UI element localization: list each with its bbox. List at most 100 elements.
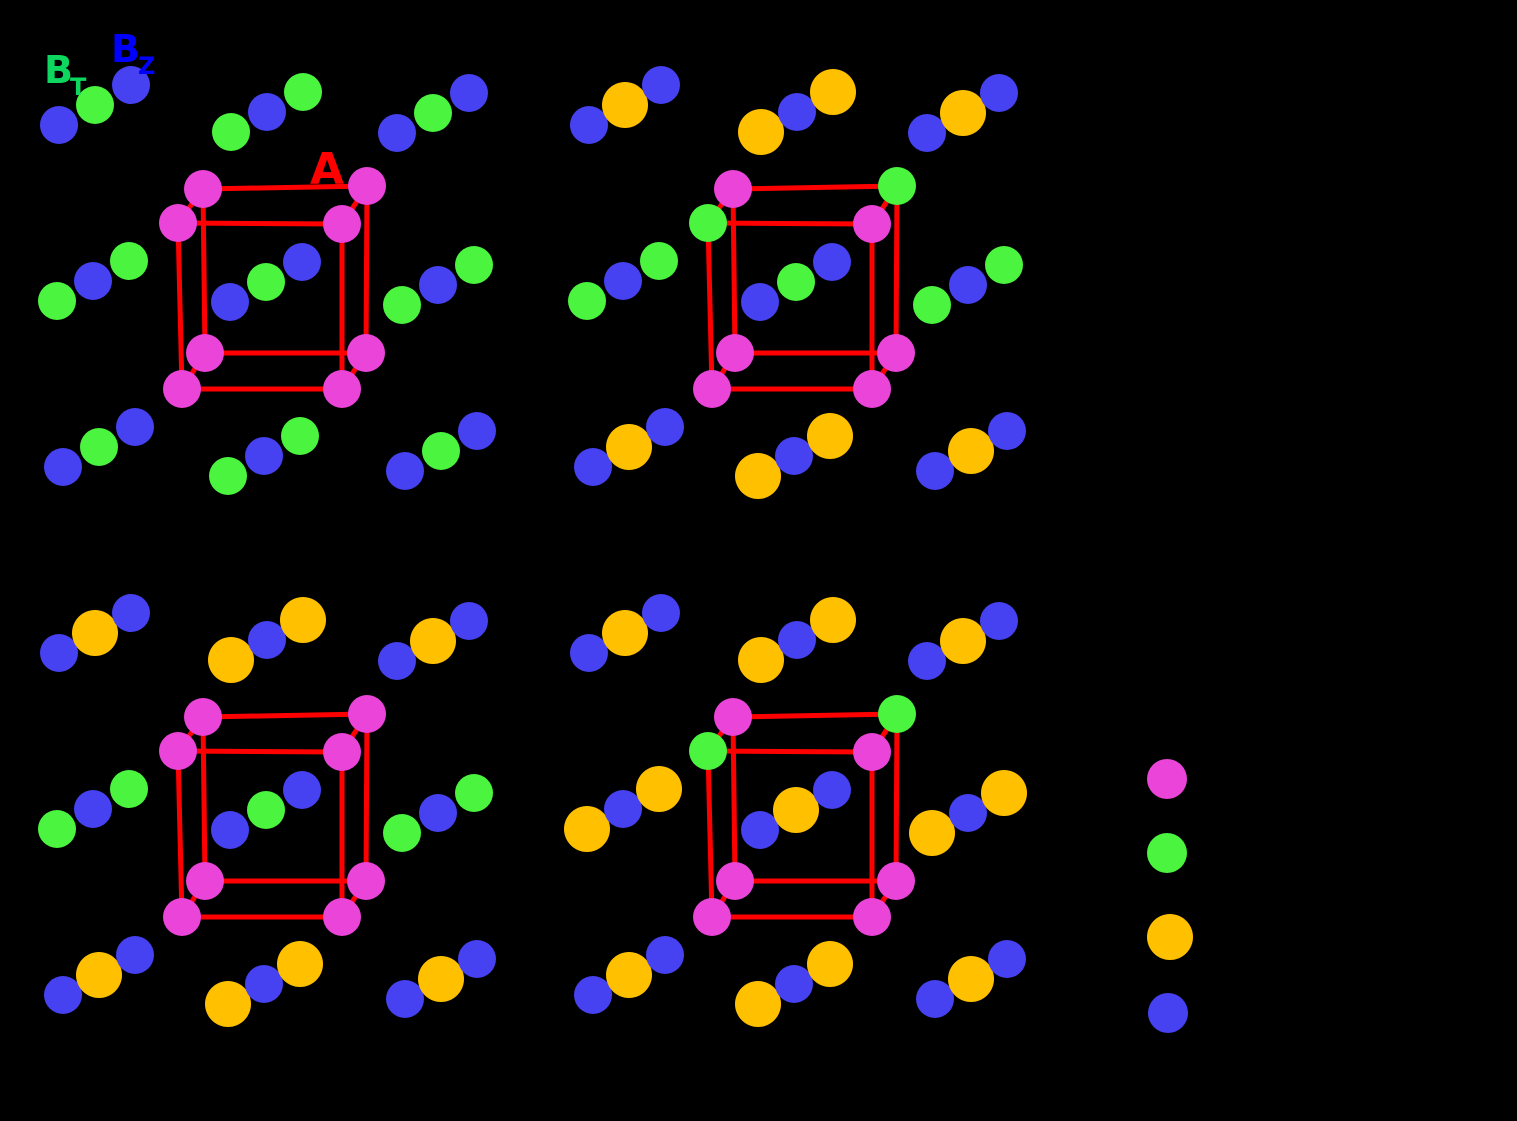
atom-BZ xyxy=(40,634,78,672)
legend-swatch-BZ xyxy=(1148,993,1188,1033)
corner-atom-A xyxy=(159,732,197,770)
atom-chain xyxy=(212,73,322,151)
atom-chain xyxy=(738,597,856,683)
atom-BZ xyxy=(949,266,987,304)
atom-chain xyxy=(208,597,326,683)
atom-chain xyxy=(211,771,321,849)
atom-chain xyxy=(574,936,684,1014)
atom-chain xyxy=(908,602,1018,680)
cell-edge xyxy=(363,713,370,882)
atom-chain xyxy=(916,940,1026,1018)
atom-BZ xyxy=(916,980,954,1018)
atom-BZ xyxy=(980,602,1018,640)
panel-bottom-right xyxy=(564,594,1027,1027)
atom-BY xyxy=(738,637,784,683)
cell-edge xyxy=(363,185,370,354)
atom-BZ xyxy=(211,283,249,321)
atom-BZ xyxy=(44,976,82,1014)
atom-BZ xyxy=(949,794,987,832)
atom-chain xyxy=(741,243,851,321)
corner-atom-BT xyxy=(689,204,727,242)
unit-cell-edges xyxy=(705,711,900,920)
atom-chain xyxy=(916,412,1026,490)
corner-atom-A xyxy=(853,205,891,243)
atom-BT xyxy=(640,242,678,280)
corner-atom-A xyxy=(323,733,361,771)
corner-atom-A xyxy=(716,334,754,372)
corner-atom-A xyxy=(347,862,385,900)
atom-BY xyxy=(208,637,254,683)
atom-BZ xyxy=(419,794,457,832)
atom-chain xyxy=(913,246,1023,324)
corner-atom-A xyxy=(163,370,201,408)
atom-BZ xyxy=(813,243,851,281)
corner-atom-A xyxy=(853,733,891,771)
atom-BY xyxy=(940,90,986,136)
panel-top-left xyxy=(38,66,496,495)
corner-atom-A xyxy=(323,898,361,936)
atom-BZ xyxy=(74,262,112,300)
label-BZ: B Z xyxy=(111,27,155,80)
atom-BZ xyxy=(778,621,816,659)
atom-chain xyxy=(564,766,682,852)
atom-BZ xyxy=(775,965,813,1003)
atom-BY xyxy=(277,941,323,987)
atom-BZ xyxy=(458,412,496,450)
cell-edge xyxy=(200,188,208,354)
atom-BT xyxy=(80,428,118,466)
atom-BY xyxy=(810,69,856,115)
corner-atom-A xyxy=(877,334,915,372)
label-BT-main: B xyxy=(44,48,73,92)
cell-edge xyxy=(732,183,898,192)
atom-BZ xyxy=(386,980,424,1018)
atom-BY xyxy=(807,941,853,987)
corner-atom-A xyxy=(348,695,386,733)
atom-BZ xyxy=(378,114,416,152)
atom-BZ xyxy=(646,408,684,446)
atom-BT xyxy=(247,791,285,829)
cell-edge xyxy=(705,222,715,390)
corner-atom-BT xyxy=(878,695,916,733)
atom-BZ xyxy=(574,976,612,1014)
atom-BZ xyxy=(778,93,816,131)
cell-corner-atoms xyxy=(159,695,386,936)
atom-BY xyxy=(602,610,648,656)
cell-edge xyxy=(200,716,208,882)
atom-BZ xyxy=(908,642,946,680)
atom-BZ xyxy=(283,771,321,809)
atom-BY xyxy=(735,453,781,499)
atom-chain xyxy=(44,936,154,1014)
corner-atom-A xyxy=(693,370,731,408)
atom-BT xyxy=(38,810,76,848)
atom-BY xyxy=(909,810,955,856)
atom-BY xyxy=(948,956,994,1002)
atom-BT xyxy=(38,282,76,320)
cell-edge xyxy=(732,711,898,720)
atom-BY xyxy=(602,82,648,128)
corner-atom-A xyxy=(853,898,891,936)
corner-atom-A xyxy=(347,334,385,372)
atom-BT xyxy=(777,263,815,301)
corner-atom-A xyxy=(323,205,361,243)
atom-BZ xyxy=(112,594,150,632)
atom-chain xyxy=(735,941,853,1027)
atom-BY xyxy=(76,952,122,998)
atom-chain xyxy=(211,243,321,321)
atom-BZ xyxy=(450,602,488,640)
atom-BZ xyxy=(40,106,78,144)
atom-BY xyxy=(606,952,652,998)
atom-chain xyxy=(570,594,680,672)
atom-BZ xyxy=(378,642,416,680)
atom-BZ xyxy=(419,266,457,304)
atom-BT xyxy=(212,113,250,151)
label-BZ-main: B xyxy=(111,27,140,71)
atom-BZ xyxy=(211,811,249,849)
panel-top-right xyxy=(568,66,1026,499)
corner-atom-A xyxy=(853,370,891,408)
cell-corner-atoms xyxy=(689,167,916,408)
chains xyxy=(568,66,1026,499)
atom-BZ xyxy=(574,448,612,486)
atom-BY xyxy=(418,956,464,1002)
atom-BY xyxy=(636,766,682,812)
